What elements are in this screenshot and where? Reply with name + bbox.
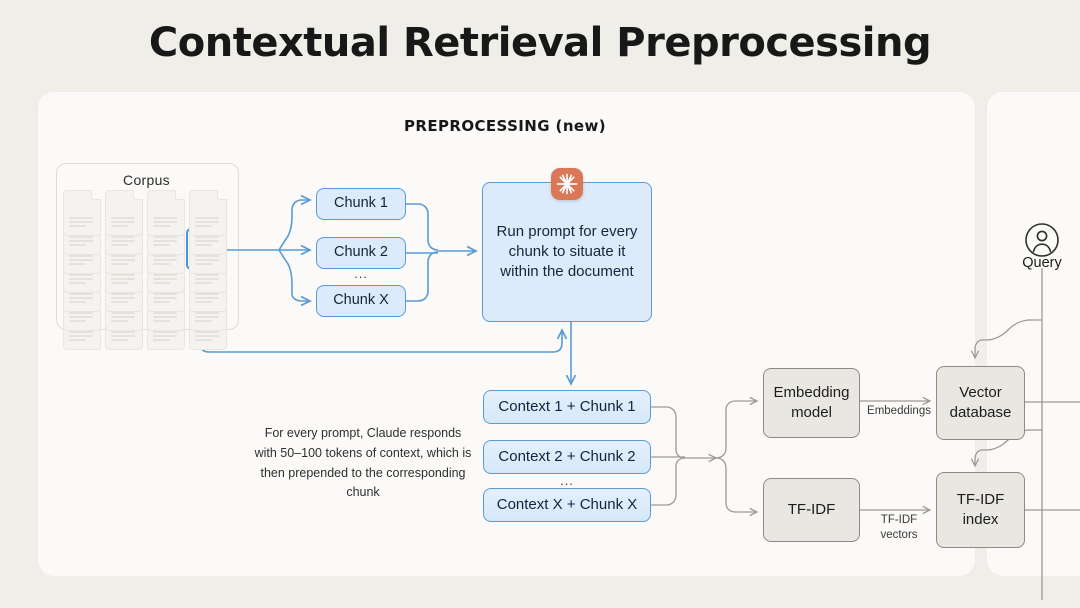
query-label: Query [1022,255,1062,271]
user-avatar-icon [1024,222,1060,258]
context-chunk-box-2[interactable]: Context 2 + Chunk 2 [483,440,651,474]
chunk-box-x[interactable]: Chunk X [316,285,406,317]
document-icon [189,190,227,236]
edge-label-embeddings: Embeddings [867,405,931,417]
document-icon [105,190,143,236]
tfidf-box[interactable]: TF-IDF [763,478,860,542]
document-icon [147,190,185,236]
contexts-ellipsis: ... [560,473,574,488]
run-prompt-box[interactable]: Run prompt for every chunk to situate it… [482,182,652,322]
anthropic-starburst-icon [551,168,583,200]
embedding-model-box[interactable]: Embedding model [763,368,860,438]
chunks-ellipsis: ... [354,266,368,281]
section-heading-preprocessing: PREPROCESSING (new) [404,117,606,135]
chunk-box-2[interactable]: Chunk 2 [316,237,406,269]
chunk-box-1[interactable]: Chunk 1 [316,188,406,220]
corpus-document-grid [63,190,230,350]
tfidf-index-box[interactable]: TF-IDF index [936,472,1025,548]
document-icon [63,190,101,236]
caption-text: For every prompt, Claude responds with 5… [254,426,472,500]
corpus-label: Corpus [123,172,170,188]
context-chunk-box-x[interactable]: Context X + Chunk X [483,488,651,522]
edge-label-tfidf-vectors: TF-IDF vectors [880,514,918,541]
context-chunk-box-1[interactable]: Context 1 + Chunk 1 [483,390,651,424]
vector-database-box[interactable]: Vector database [936,366,1025,440]
page-title: Contextual Retrieval Preprocessing [148,20,932,66]
